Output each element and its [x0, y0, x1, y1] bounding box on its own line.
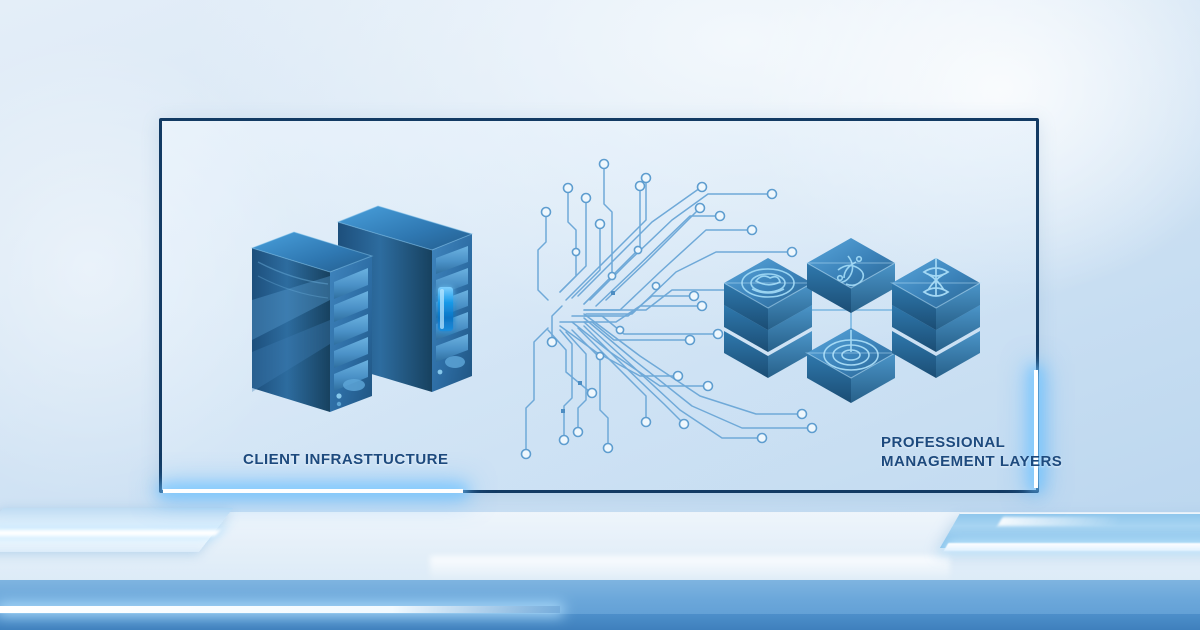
- pedestal-highlight: [430, 556, 950, 582]
- frame-glow-bottom: [163, 489, 463, 493]
- pedestal-light-strip: [0, 606, 560, 613]
- label-right-line-2: MANAGEMENT LAYERS: [881, 453, 1063, 470]
- tablet-sheen: [997, 517, 1123, 526]
- pedestal-base-shadow: [0, 614, 1200, 630]
- angled-panel-glow: [0, 530, 221, 536]
- label-right-line-1: PROFESSIONAL: [881, 434, 1006, 451]
- frame-glow-right: [1034, 370, 1038, 488]
- tablet-edge-glow: [943, 543, 1200, 551]
- label-client-infrastructure: CLIENT INFRASTTUCTURE: [243, 451, 449, 468]
- label-professional-management-layers: PROFESSIONAL MANAGEMENT LAYERS: [881, 433, 1062, 471]
